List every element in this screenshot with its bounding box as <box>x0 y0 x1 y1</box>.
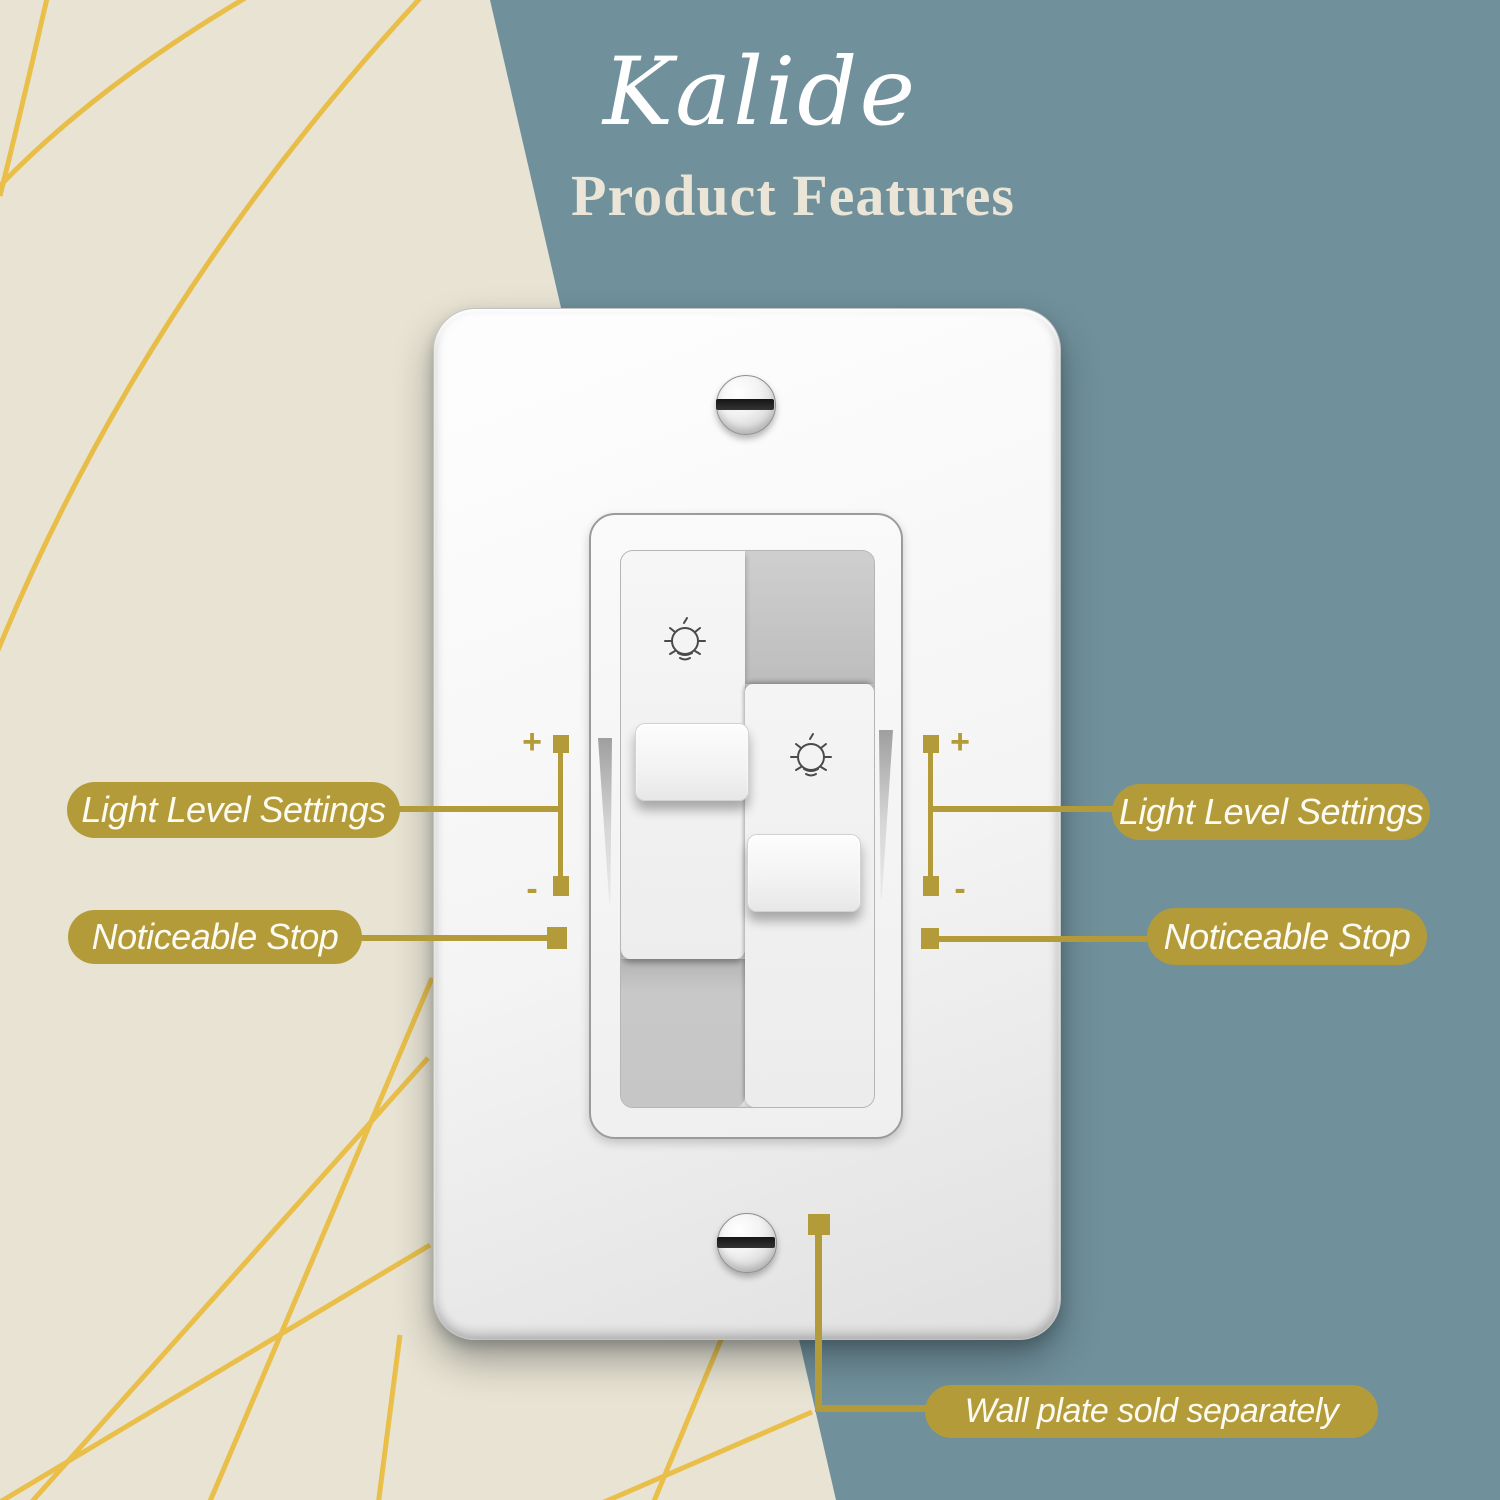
screw-slot-icon <box>717 1237 775 1248</box>
callout-range-line-left <box>558 744 563 888</box>
callout-marker-plus-right <box>923 735 939 753</box>
screw-bottom <box>717 1213 777 1273</box>
callout-marker-wall-plate <box>808 1214 830 1235</box>
minus-marker-left: - <box>526 870 538 908</box>
label-noticeable-stop-right: Noticeable Stop <box>1147 908 1427 965</box>
page-title: Product Features <box>571 163 1015 228</box>
label-light-level-settings-right: Light Level Settings <box>1112 784 1430 840</box>
label-wall-plate-sold-separately: Wall plate sold separately <box>925 1385 1378 1438</box>
screw-slot-icon <box>716 399 774 410</box>
plus-marker-right: + <box>950 723 970 761</box>
minus-marker-right: - <box>954 870 966 908</box>
left-slider-recess <box>621 959 745 1107</box>
right-slider-knob[interactable] <box>747 834 861 912</box>
callout-line-stop-left <box>358 935 550 941</box>
callout-marker-stop-right <box>921 928 939 949</box>
brand-logo: Kalide <box>602 38 918 147</box>
callout-marker-stop-left <box>547 927 567 949</box>
bulb-icon <box>664 617 706 661</box>
callout-marker-minus-left <box>553 876 569 896</box>
left-slider-knob[interactable] <box>635 723 749 801</box>
callout-marker-minus-right <box>923 876 939 896</box>
callout-line-stop-right <box>938 936 1150 942</box>
right-slider-recess <box>745 551 874 684</box>
label-light-level-settings-left: Light Level Settings <box>67 782 400 838</box>
screw-top <box>716 375 776 435</box>
plus-marker-left: + <box>522 723 542 761</box>
callout-line-light-level-right <box>933 806 1115 812</box>
callout-line-wall-plate-vertical <box>815 1233 822 1412</box>
decorative-gold-lines <box>0 0 813 1500</box>
callout-line-light-level-left <box>396 806 563 812</box>
callout-range-line-right <box>928 744 933 888</box>
label-noticeable-stop-left: Noticeable Stop <box>68 910 362 964</box>
bulb-icon <box>790 733 832 777</box>
dimmer-face <box>620 550 875 1108</box>
callout-marker-plus-left <box>553 735 569 753</box>
callout-line-wall-plate-horizontal <box>815 1405 930 1412</box>
